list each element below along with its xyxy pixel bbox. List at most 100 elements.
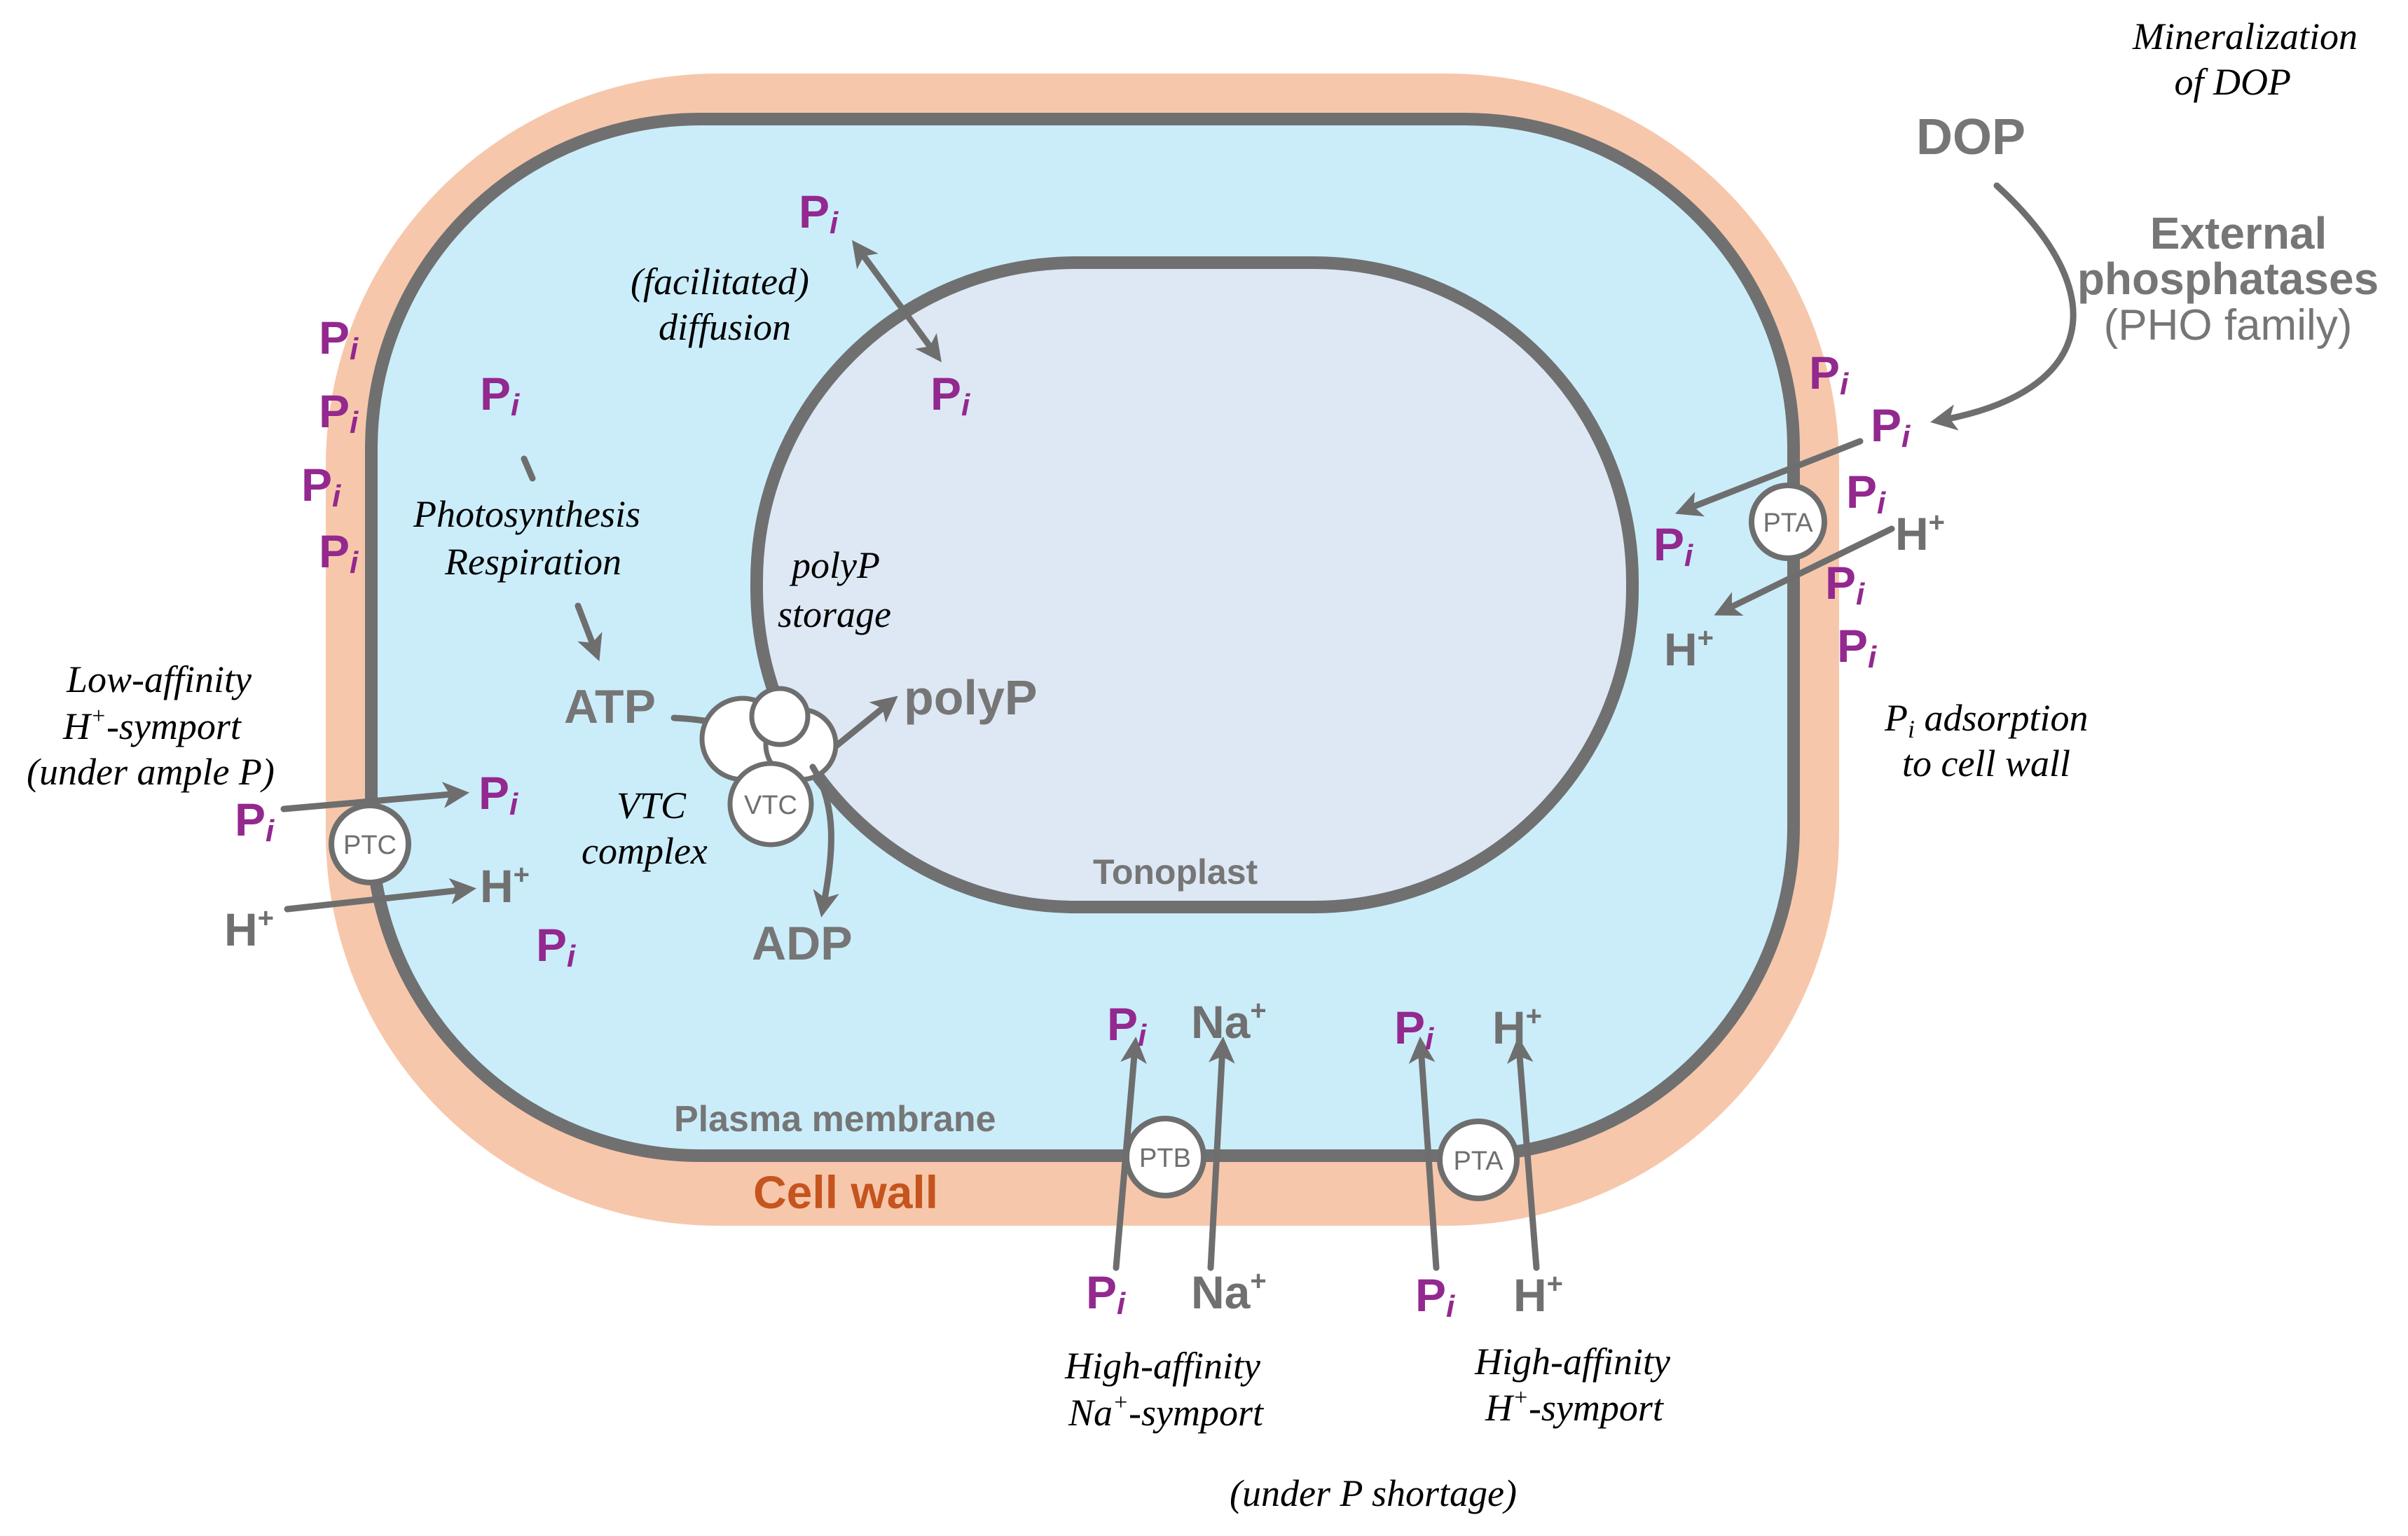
svg-text:Na+-symport: Na+-symport [1068, 1390, 1265, 1434]
pta-bottom-transporter [1437, 1119, 1520, 1201]
pta-right-label: PTA [1763, 508, 1813, 538]
low-affinity-label-2: H [62, 705, 92, 747]
vtc-to-adp-arrow [809, 763, 839, 918]
ptc-pi-arrow [280, 782, 470, 812]
facilitated-diffusion-label: (facilitated) [631, 261, 809, 303]
vtc-subunit [749, 686, 811, 747]
ptc-label: PTC [343, 831, 397, 860]
phosphate-ion: Pi [930, 368, 970, 422]
under-shortage-label: (under P shortage) [1230, 1472, 1517, 1514]
vacuole [750, 256, 1639, 913]
facilitated-diffusion-label-2: diffusion [659, 306, 791, 348]
phosphate-ion: Pi [1653, 518, 1693, 573]
cell-wall-label: Cell wall [753, 1166, 938, 1218]
phosphatases-label-1: External [2150, 208, 2327, 258]
phosphate-ion: Pi [1825, 557, 1865, 611]
svg-text:High-affinity: High-affinity [1474, 1341, 1670, 1383]
svg-text:Mineralization: Mineralization [2132, 15, 2358, 57]
vtc-complex-label-2: complex [582, 830, 708, 872]
svg-text:to cell wall: to cell wall [1902, 742, 2070, 784]
phosphate-ion: Pi [1394, 1002, 1434, 1056]
phosphate-ion: Pi [301, 459, 341, 513]
svg-text:High-affinity: High-affinity [1064, 1345, 1260, 1387]
pi-to-atp-dash [521, 455, 536, 482]
pta-right-h-arrow [1714, 525, 1895, 616]
phosphate-ion: Pi [1107, 998, 1147, 1053]
respiration-label: Respiration [444, 541, 621, 583]
atp-label: ATP [564, 680, 656, 733]
diffusion-arrow [852, 240, 942, 363]
svg-text:Photosynthesis: Photosynthesis [413, 493, 640, 535]
svg-text:storage: storage [778, 593, 891, 635]
phosphate-ion: Pi [1837, 620, 1877, 674]
proton-ion: H+ [1895, 507, 1945, 560]
high-affinity-na-label-2: Na [1068, 1392, 1113, 1434]
polyp-label: polyP [904, 670, 1038, 725]
sodium-ion: Na+ [1191, 1266, 1267, 1318]
tonoplast-label: Tonoplast [1093, 852, 1258, 892]
svg-text:H+-symport: H+-symport [1485, 1385, 1665, 1429]
svg-text:(facilitated): (facilitated) [631, 261, 809, 303]
ptb-na-arrow [1207, 1036, 1235, 1271]
phosphate-ion: Pi [799, 186, 839, 240]
proton-ion: H+ [1492, 1001, 1542, 1053]
svg-text:Low-affinity: Low-affinity [66, 658, 252, 700]
svg-text:of DOP: of DOP [2175, 61, 2291, 103]
mineralization-arrow [1930, 182, 2077, 431]
dop-label: DOP [1916, 109, 2025, 165]
svg-text:complex: complex [582, 830, 708, 872]
pta-bottom-pi-arrow [1408, 1036, 1440, 1271]
phosphate-ion: Pi [319, 312, 359, 366]
pta-bottom-label: PTA [1453, 1147, 1504, 1176]
svg-text:H+-symport: H+-symport [62, 703, 242, 747]
svg-text:(under ample P): (under ample P) [27, 751, 275, 793]
proton-ion: H+ [1513, 1268, 1563, 1321]
low-affinity-label: Low-affinity [66, 658, 252, 700]
ptb-label: PTB [1139, 1144, 1191, 1173]
phosphate-ion: Pi [1871, 399, 1911, 454]
plasma-membrane-label: Plasma membrane [674, 1099, 996, 1140]
adp-label: ADP [752, 917, 853, 970]
phosphate-ion: Pi [1415, 1269, 1455, 1324]
phosphate-ion: Pi [235, 794, 275, 848]
sodium-ion: Na+ [1191, 995, 1267, 1048]
low-affinity-label-3: (under ample P) [27, 751, 275, 793]
adsorption-label: P [1884, 697, 1908, 739]
proton-ion: H+ [480, 859, 530, 912]
photosynthesis-label: Photosynthesis [413, 493, 640, 535]
pta-right-pi-arrow [1674, 438, 1864, 517]
phosphate-ion: Pi [319, 525, 359, 580]
respiration-to-atp-arrow [575, 602, 603, 662]
phosphate-ion: Pi [1086, 1266, 1126, 1321]
phosphate-ion: Pi [536, 919, 576, 974]
phosphatases-label-3: (PHO family) [2104, 301, 2353, 350]
mineralization-label: Mineralization [2132, 15, 2358, 57]
high-affinity-h-label-2: H [1485, 1387, 1515, 1429]
pta-bottom-h-arrow [1506, 1036, 1540, 1271]
svg-text:VTC: VTC [617, 784, 687, 826]
phosphate-ion: Pi [1846, 466, 1886, 520]
svg-text:polyP: polyP [789, 544, 880, 586]
mineralization-label-2: of DOP [2175, 61, 2291, 103]
proton-ion: H+ [1664, 623, 1714, 675]
ptc-transporter [329, 803, 411, 885]
phosphate-ion: Pi [1809, 347, 1849, 401]
proton-ion: H+ [224, 903, 274, 955]
ptc-h-arrow [284, 878, 477, 913]
svg-text:(under P shortage): (under P shortage) [1230, 1472, 1517, 1514]
vtc-transporter [727, 761, 814, 847]
phosphate-ion: Pi [480, 368, 520, 422]
high-affinity-na-label: High-affinity [1064, 1345, 1260, 1387]
high-affinity-h-label: High-affinity [1474, 1341, 1670, 1383]
adsorption-label-2: to cell wall [1902, 742, 2070, 784]
svg-text:Respiration: Respiration [444, 541, 621, 583]
polyp-storage-label-2: storage [778, 593, 891, 635]
phosphate-ion: Pi [319, 385, 359, 440]
phosphatases-label-2: phosphatases [2077, 254, 2379, 304]
svg-text:diffusion: diffusion [659, 306, 791, 348]
polyp-storage-label: polyP [789, 544, 880, 586]
vtc-label: VTC [744, 791, 797, 820]
vtc-complex-label: VTC [617, 784, 687, 826]
phosphate-ion: Pi [479, 767, 518, 822]
